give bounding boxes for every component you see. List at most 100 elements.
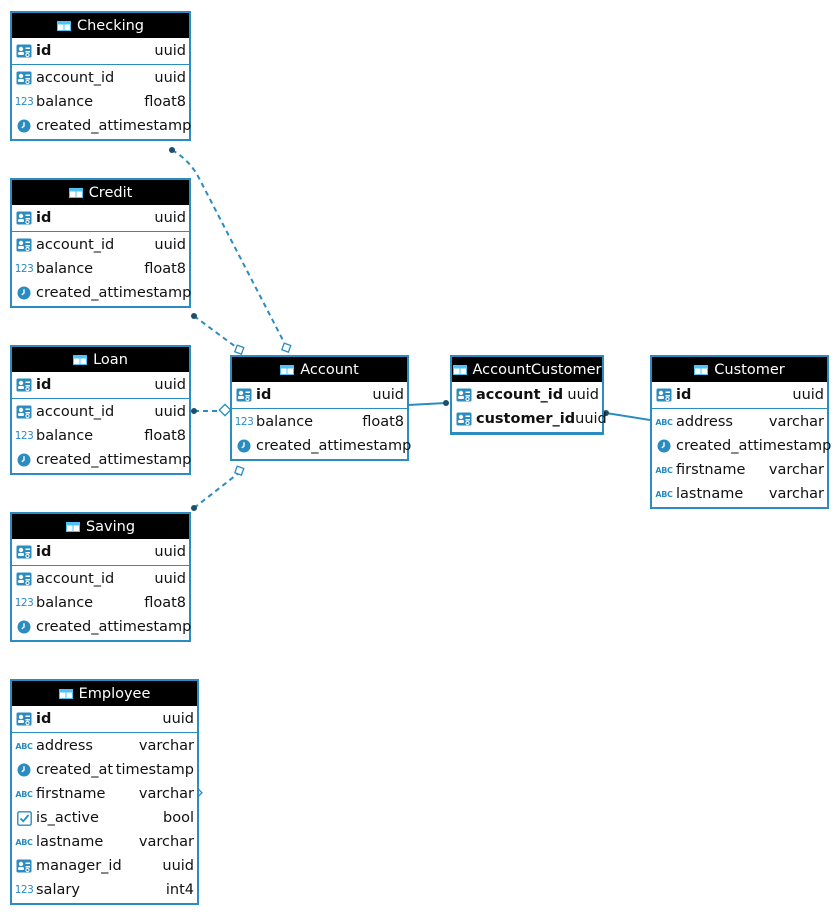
column-name: id <box>36 711 52 727</box>
column-name: address <box>676 414 733 430</box>
column-name: created_at <box>36 762 114 778</box>
column-name: account_id <box>36 237 115 253</box>
id-card-icon <box>235 387 253 403</box>
numeric-123-icon: 123 <box>14 96 34 108</box>
id-card-icon <box>15 404 33 420</box>
column-row[interactable]: id uuid <box>652 383 827 407</box>
numeric-123-icon: 123 <box>14 597 34 609</box>
column-name: customer_id <box>476 411 576 427</box>
link-endpoint-diamond <box>280 342 292 353</box>
table-header[interactable]: Account <box>232 357 407 382</box>
column-name: firstname <box>36 786 106 802</box>
column-name: id <box>36 43 52 59</box>
table-header[interactable]: Customer <box>652 357 827 382</box>
column-type: uuid <box>154 210 186 226</box>
numeric-123-icon: 123 <box>14 884 34 896</box>
link-endpoint-dot <box>169 147 175 153</box>
table-header[interactable]: Checking <box>12 13 189 38</box>
column-name: account_id <box>476 387 564 403</box>
table-title: Loan <box>93 351 128 368</box>
column-type: uuid <box>154 544 186 560</box>
id-card-icon <box>15 237 33 253</box>
clock-icon <box>15 619 33 635</box>
link-customer-accountcustomer <box>605 412 651 421</box>
table-header[interactable]: Employee <box>12 681 197 706</box>
link-account-accountcustomer <box>407 402 447 406</box>
column-type: uuid <box>154 571 186 587</box>
column-type: float8 <box>144 595 186 611</box>
column-name: manager_id <box>36 858 122 874</box>
column-name: balance <box>256 414 314 430</box>
table-icon <box>280 364 295 375</box>
table-icon <box>58 688 73 699</box>
column-type: uuid <box>792 387 824 403</box>
column-row[interactable]: id uuid <box>232 383 407 407</box>
link-endpoint-diamond <box>218 403 232 417</box>
table-header[interactable]: Credit <box>12 180 189 205</box>
column-type: varchar <box>138 786 194 802</box>
column-name: created_at <box>36 285 114 301</box>
table-header[interactable]: Loan <box>12 347 189 372</box>
column-name: salary <box>36 882 80 898</box>
table-header[interactable]: Saving <box>12 514 189 539</box>
column-name: account_id <box>36 70 115 86</box>
abc-text-icon: ABC <box>15 837 33 847</box>
table-title: Saving <box>85 518 136 535</box>
id-card-icon <box>15 377 33 393</box>
table-title: Credit <box>88 184 133 201</box>
column-type: varchar <box>138 738 194 754</box>
column-name: id <box>256 387 272 403</box>
id-card-icon <box>15 858 33 874</box>
column-name: id <box>676 387 692 403</box>
table-icon <box>73 354 88 365</box>
table-title: AccountCustomer <box>472 361 602 378</box>
column-type: uuid <box>372 387 404 403</box>
table-header[interactable]: AccountCustomer <box>452 357 602 382</box>
column-type: timestamp <box>113 619 192 635</box>
id-card-icon <box>15 70 33 86</box>
column-name: created_at <box>676 438 754 454</box>
